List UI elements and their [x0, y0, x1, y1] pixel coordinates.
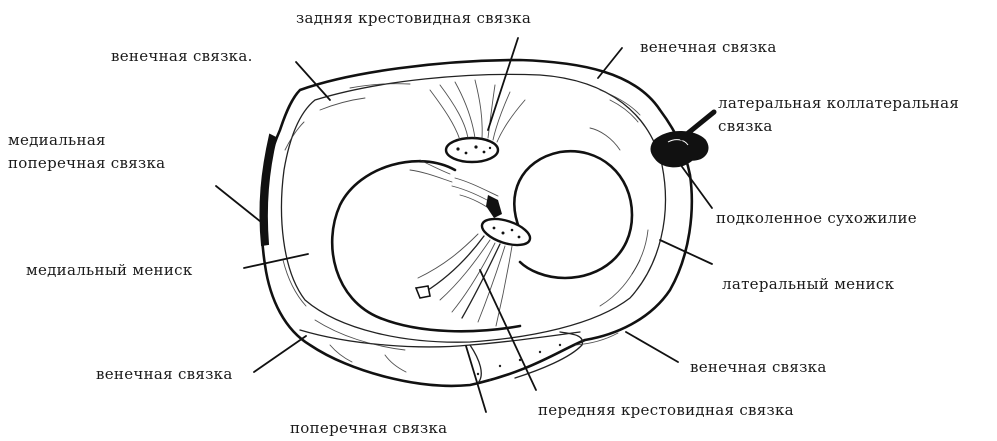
medial-meniscus-inner [332, 161, 520, 331]
label-lateral-meniscus: латеральный мениск [722, 274, 894, 294]
label-popliteus-tendon: подколенное сухожилие [716, 208, 917, 228]
label-lateral-collateral-line1: латеральная коллатеральная [718, 93, 959, 113]
label-coronary-ligament-bottom-left: венечная связка [96, 364, 233, 384]
label-coronary-ligament-bottom-right: венечная связка [690, 357, 827, 377]
leader-posterior-cruciate [488, 38, 518, 130]
meniscus-hatching [283, 84, 648, 372]
intercondylar-dark-mark [486, 195, 502, 218]
label-transverse-ligament: поперечная связка [290, 418, 447, 438]
leader-coronary-bottom-right [626, 332, 678, 362]
label-medial-transverse-line1: медиальная [8, 130, 106, 150]
leader-coronary-bottom-left [254, 336, 306, 372]
leader-lateral-collateral [682, 112, 714, 138]
label-lateral-collateral-line2: связка [718, 116, 773, 136]
intercondylar-fibres [410, 160, 498, 212]
leader-lines [216, 38, 714, 412]
leader-medial-transverse [216, 186, 266, 226]
transverse-ligament-band [300, 330, 580, 347]
label-anterior-cruciate-ligament: передняя крестовидная связка [538, 400, 794, 420]
leader-medial-meniscus [244, 254, 308, 268]
label-medial-transverse-line2: поперечная связка [8, 153, 165, 173]
anterior-fibre-end [416, 286, 430, 298]
posterior-cruciate-fibres [430, 80, 525, 142]
label-coronary-ligament-top-right: венечная связка [640, 37, 777, 57]
leader-popliteus [680, 164, 712, 208]
label-posterior-cruciate-ligament: задняя крестовидная связка [296, 8, 531, 28]
transverse-band-dots [477, 344, 561, 381]
label-coronary-ligament-top-left: венечная связка. [111, 46, 253, 66]
posterior-cruciate-stump [446, 138, 498, 162]
label-medial-meniscus: медиальный мениск [26, 260, 193, 280]
medial-transverse-band [260, 135, 276, 245]
anterior-cruciate-fibres [418, 234, 512, 326]
popliteus-tendon-blob [651, 132, 708, 167]
lateral-meniscus-inner [514, 151, 632, 278]
